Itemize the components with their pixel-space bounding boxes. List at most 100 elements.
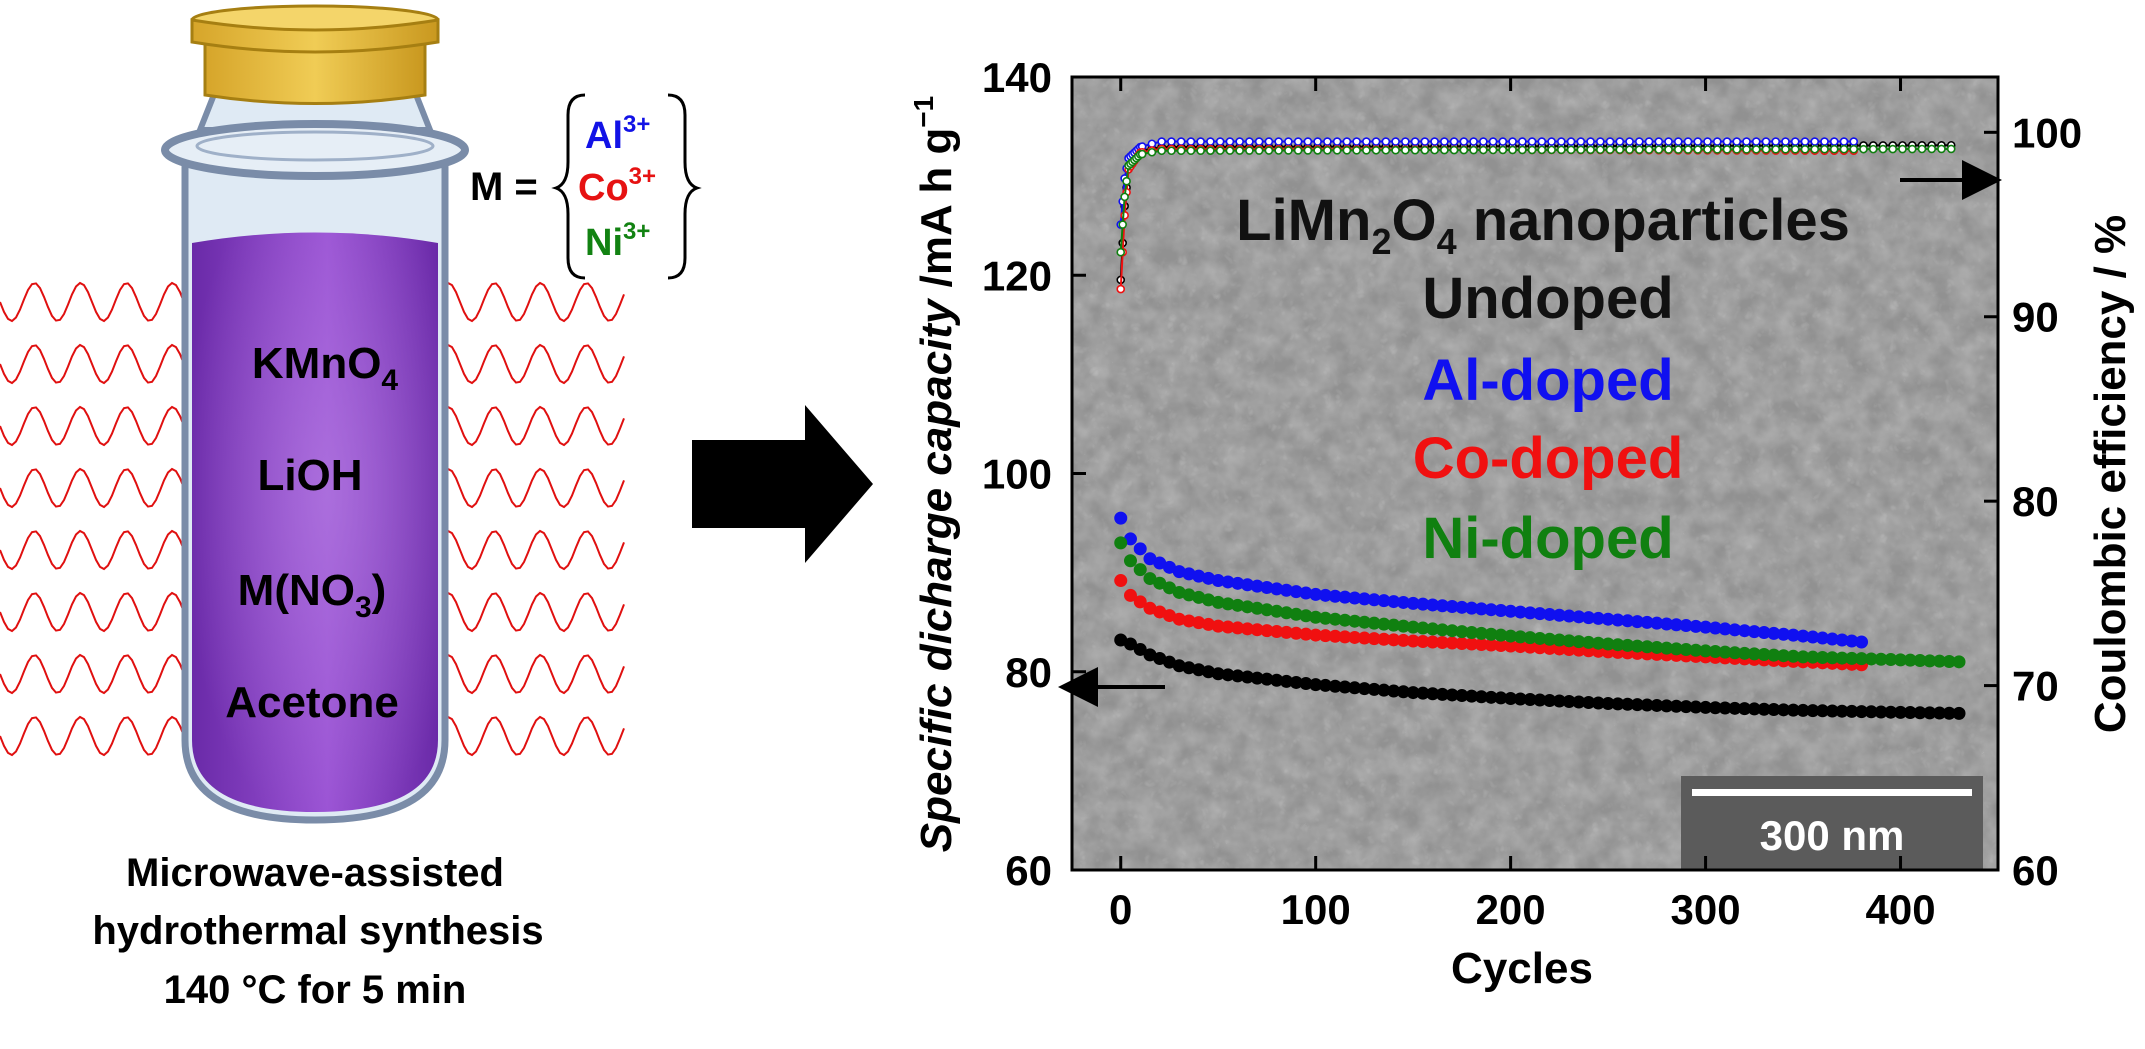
capacity-point — [1396, 619, 1410, 633]
capacity-point — [1270, 673, 1284, 687]
efficiency-point — [1820, 137, 1829, 146]
capacity-point — [1513, 640, 1527, 654]
x-tick-label: 0 — [1109, 886, 1132, 933]
efficiency-point — [1937, 144, 1946, 154]
efficiency-point — [1120, 192, 1129, 202]
y-left-tick-label: 80 — [1005, 649, 1052, 696]
efficiency-point — [1712, 145, 1722, 154]
capacity-point — [1240, 622, 1254, 636]
efficiency-point — [1303, 146, 1313, 155]
efficiency-point — [1254, 146, 1264, 155]
capacity-point — [1611, 697, 1625, 711]
capacity-point — [1162, 560, 1176, 574]
capacity-point — [1192, 663, 1206, 677]
efficiency-point — [1800, 137, 1810, 146]
capacity-point — [1552, 608, 1566, 622]
capacity-point — [1357, 682, 1371, 696]
capacity-point — [1348, 614, 1362, 628]
capacity-point — [1552, 694, 1566, 708]
capacity-point — [1786, 628, 1800, 642]
capacity-point — [1231, 576, 1245, 590]
y-left-tick-label: 140 — [982, 54, 1052, 101]
capacity-point — [1543, 607, 1557, 621]
capacity-point — [1338, 630, 1352, 644]
capacity-point — [1162, 609, 1176, 623]
capacity-point — [1699, 620, 1713, 634]
capacity-point — [1777, 627, 1791, 641]
cap-icon — [190, 4, 440, 105]
capacity-point — [1250, 579, 1264, 593]
capacity-point — [1504, 604, 1518, 618]
capacity-point — [1533, 631, 1547, 645]
capacity-point — [1240, 670, 1254, 684]
x-tick-label: 300 — [1671, 886, 1741, 933]
capacity-point — [1143, 601, 1157, 615]
right-brace — [667, 93, 702, 280]
data-marks — [1114, 137, 1966, 720]
efficiency-point — [1391, 145, 1400, 155]
legend-undoped: Undoped — [1422, 266, 1673, 331]
capacity-point — [1270, 604, 1284, 618]
capacity-point — [1474, 637, 1488, 651]
capacity-point — [1786, 649, 1800, 663]
left-brace — [551, 93, 586, 280]
capacity-point — [1172, 585, 1186, 599]
capacity-point — [1728, 646, 1742, 660]
efficiency-point — [1537, 137, 1547, 146]
efficiency-point — [1576, 137, 1586, 146]
capacity-point — [1231, 669, 1245, 683]
capacity-point — [1806, 704, 1820, 718]
capacity-point — [1338, 613, 1352, 627]
capacity-point — [1133, 642, 1147, 656]
capacity-point — [1338, 680, 1352, 694]
capacity-point — [1309, 628, 1323, 642]
capacity-point — [1143, 552, 1157, 566]
capacity-point — [1201, 617, 1215, 631]
capacity-point — [1582, 635, 1596, 649]
efficiency-point — [1430, 137, 1439, 146]
capacity-point — [1192, 616, 1206, 630]
capacity-point — [1864, 652, 1878, 666]
efficiency-point — [1479, 145, 1488, 155]
efficiency-point — [1732, 145, 1742, 154]
efficiency-point — [1673, 145, 1683, 154]
capacity-point — [1416, 635, 1430, 649]
efficiency-point — [1771, 145, 1781, 154]
capacity-point — [1250, 623, 1264, 637]
efficiency-point — [1605, 145, 1615, 155]
efficiency-point — [1907, 144, 1917, 154]
capacity-point — [1942, 706, 1956, 720]
capacity-point — [1738, 702, 1752, 716]
capacity-point — [1416, 621, 1430, 635]
capacity-point — [1757, 702, 1771, 716]
capacity-point — [1816, 704, 1830, 718]
capacity-point — [1504, 639, 1518, 653]
efficiency-point — [1586, 145, 1595, 155]
capacity-point — [1201, 665, 1215, 679]
capacity-point — [1114, 633, 1128, 647]
capacity-point — [1738, 624, 1752, 638]
y-right-tick-label: 70 — [2012, 663, 2059, 710]
legend-title: LiMn2O4 nanoparticles — [1236, 188, 1850, 262]
efficiency-point — [1303, 137, 1313, 146]
capacity-point — [1172, 565, 1186, 579]
capacity-point — [1328, 679, 1342, 693]
y-axis-right-title: Coulombic efficiency / % — [2086, 215, 2135, 733]
efficiency-point — [1167, 137, 1176, 146]
capacity-point — [1231, 621, 1245, 635]
capacity-point — [1406, 686, 1420, 700]
capacity-point — [1523, 606, 1537, 620]
capacity-point — [1650, 640, 1664, 654]
capacity-point — [1621, 638, 1635, 652]
efficiency-point — [1391, 137, 1400, 146]
capacity-point — [1299, 677, 1313, 691]
efficiency-point — [1849, 144, 1859, 154]
efficiency-point — [1566, 145, 1576, 155]
capacity-point — [1279, 625, 1293, 639]
capacity-point — [1513, 630, 1527, 644]
efficiency-point — [1116, 247, 1126, 257]
capacity-point — [1572, 610, 1586, 624]
efficiency-point — [1790, 145, 1800, 154]
